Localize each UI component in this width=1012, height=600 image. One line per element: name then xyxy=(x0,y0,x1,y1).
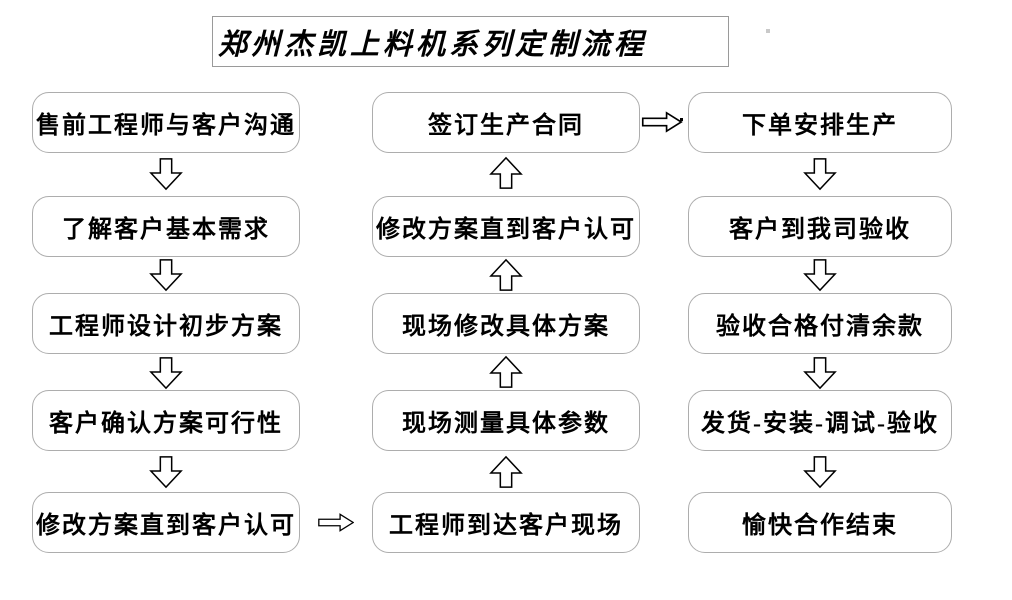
arrow-down-icon xyxy=(149,456,183,489)
step-initial-design: 工程师设计初步方案 xyxy=(32,293,300,354)
step-confirm-feasibility: 客户确认方案可行性 xyxy=(32,390,300,451)
step-label: 售前工程师与客户沟通 xyxy=(36,113,296,139)
step-engineer-arrives-onsite: 工程师到达客户现场 xyxy=(372,492,640,553)
step-label: 愉快合作结束 xyxy=(742,513,898,539)
step-understand-needs: 了解客户基本需求 xyxy=(32,196,300,257)
arrow-down-icon xyxy=(149,158,183,191)
arrow-up-icon xyxy=(489,355,523,388)
stray-mark xyxy=(766,29,770,33)
step-label: 修改方案直到客户认可 xyxy=(36,513,296,539)
step-customer-acceptance-visit: 客户到我司验收 xyxy=(688,196,952,257)
step-onsite-measure-params: 现场测量具体参数 xyxy=(372,390,640,451)
arrow-down-icon xyxy=(803,357,837,390)
step-label: 下单安排生产 xyxy=(742,113,898,139)
arrow-tip-dot xyxy=(680,118,683,121)
step-label: 现场测量具体参数 xyxy=(402,411,610,437)
arrow-down-icon xyxy=(149,357,183,390)
arrow-down-icon xyxy=(803,456,837,489)
step-place-order-production: 下单安排生产 xyxy=(688,92,952,153)
step-revise-until-approved: 修改方案直到客户认可 xyxy=(32,492,300,553)
arrow-right-icon xyxy=(318,513,354,532)
page-title: 郑州杰凯上料机系列定制流程 xyxy=(217,28,647,61)
step-sign-contract: 签订生产合同 xyxy=(372,92,640,153)
arrow-up-icon xyxy=(489,156,523,189)
step-label: 修改方案直到客户认可 xyxy=(376,217,636,243)
step-presales-communication: 售前工程师与客户沟通 xyxy=(32,92,300,153)
arrow-right-icon xyxy=(641,111,683,133)
step-label: 发货-安装-调试-验收 xyxy=(701,411,939,437)
arrow-down-icon xyxy=(803,259,837,292)
arrow-up-icon xyxy=(489,455,523,488)
arrow-down-icon xyxy=(803,158,837,191)
step-label: 了解客户基本需求 xyxy=(62,217,270,243)
step-revise-until-approved-onsite: 修改方案直到客户认可 xyxy=(372,196,640,257)
step-pay-balance: 验收合格付清余款 xyxy=(688,293,952,354)
step-label: 工程师到达客户现场 xyxy=(389,513,623,539)
step-label: 签订生产合同 xyxy=(428,113,584,139)
step-label: 现场修改具体方案 xyxy=(402,314,610,340)
step-cooperation-end: 愉快合作结束 xyxy=(688,492,952,553)
step-label: 客户到我司验收 xyxy=(729,217,911,243)
title-box: 郑州杰凯上料机系列定制流程 xyxy=(212,16,729,67)
arrow-up-icon xyxy=(489,258,523,291)
step-label: 客户确认方案可行性 xyxy=(49,411,283,437)
step-label: 验收合格付清余款 xyxy=(716,314,924,340)
step-ship-install-debug-accept: 发货-安装-调试-验收 xyxy=(688,390,952,451)
step-onsite-revise-plan: 现场修改具体方案 xyxy=(372,293,640,354)
arrow-down-icon xyxy=(149,259,183,292)
step-label: 工程师设计初步方案 xyxy=(49,314,283,340)
